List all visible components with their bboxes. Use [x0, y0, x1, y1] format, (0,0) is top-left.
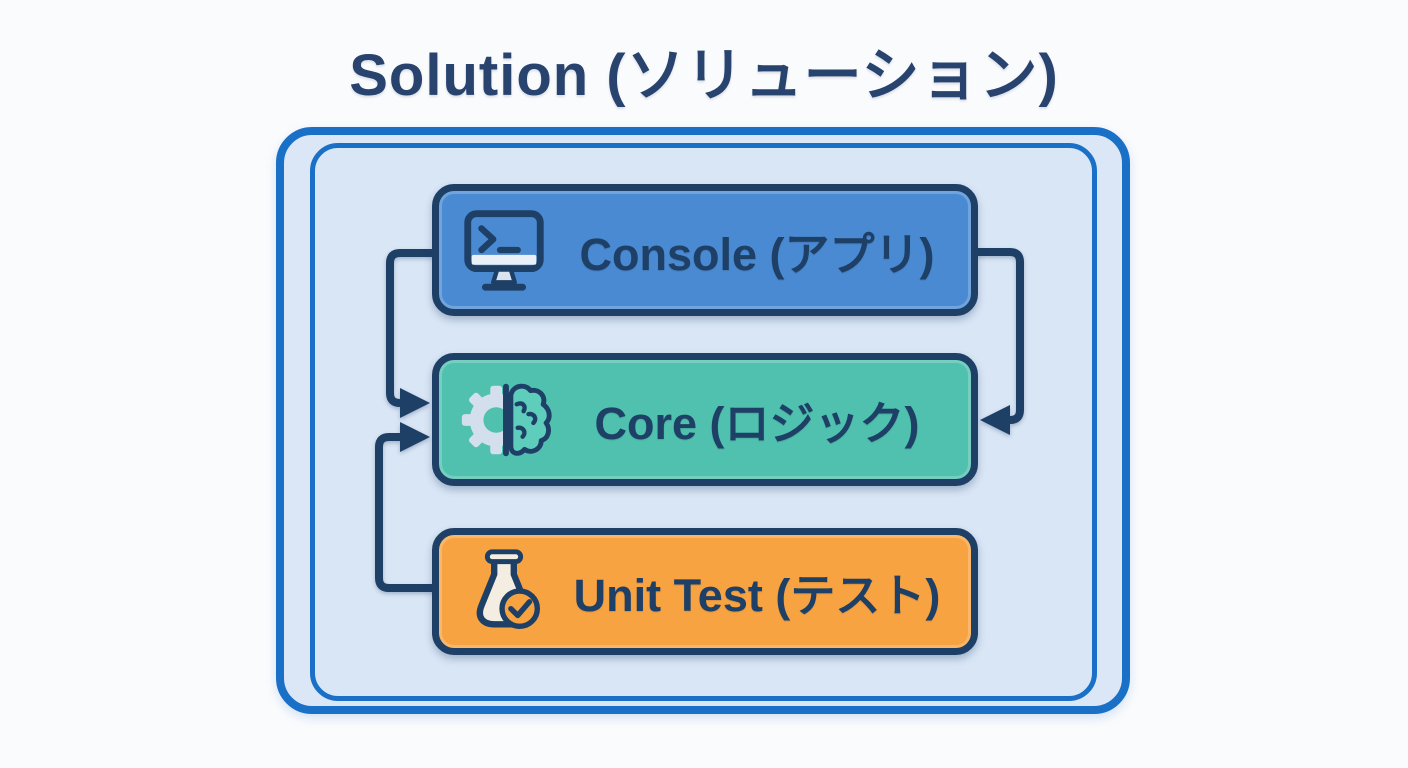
diagram-title: Solution (ソリューション)	[349, 43, 1059, 108]
node-console-label: Console (アプリ)	[579, 228, 935, 280]
arrowhead-core-left-upper	[400, 388, 430, 418]
gear-brain-icon	[455, 371, 553, 469]
node-unit-test: Unit Test (テスト)	[432, 528, 978, 655]
edge-unittest-to-core-left	[375, 433, 436, 592]
node-core: Core (ロジック)	[432, 353, 978, 486]
terminal-monitor-icon	[455, 201, 553, 299]
node-core-label: Core (ロジック)	[594, 398, 920, 449]
arrowhead-core-left-lower	[400, 422, 430, 452]
arrowhead-core-right	[980, 405, 1010, 435]
node-unit-test-label: Unit Test (テスト)	[573, 570, 941, 621]
node-console: Console (アプリ)	[432, 184, 978, 316]
edge-console-to-core-left	[386, 249, 436, 407]
flask-check-icon	[455, 543, 553, 641]
edge-console-to-core-right	[974, 248, 1024, 424]
